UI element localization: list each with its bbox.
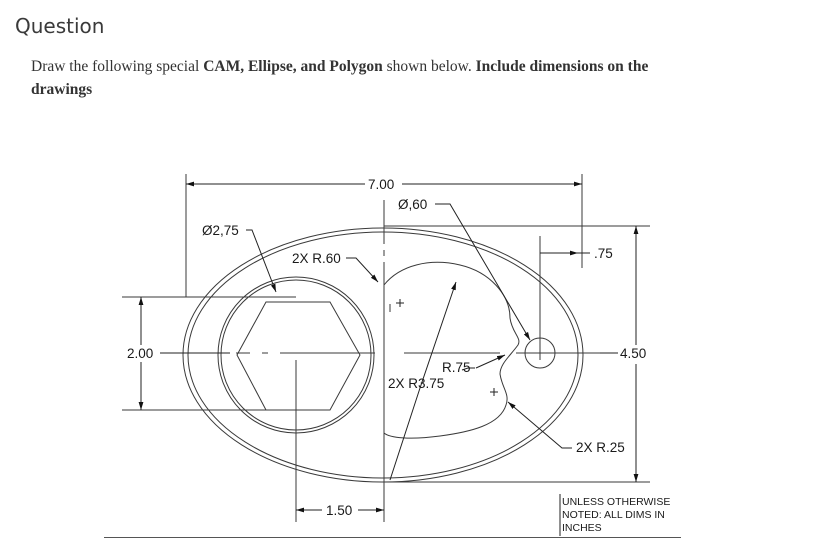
dim-fillet-radius-small: 2X R.60: [292, 251, 341, 266]
note-line-3: INCHES: [562, 522, 602, 534]
question-text: Draw the following special CAM, Ellipse,…: [31, 55, 751, 101]
question-heading: Question: [15, 14, 105, 38]
dim-ellipse-height: 4.50: [620, 346, 646, 361]
dim-cam-radius-small: R.75: [442, 360, 471, 375]
note-line-2: NOTED: ALL DIMS IN: [562, 509, 665, 521]
dim-cam-radius-large: 2X R3.75: [388, 376, 444, 391]
bottom-rule: [104, 537, 681, 538]
dim-small-hole-diameter: Ø,60: [398, 197, 427, 212]
text-part-1: Draw the following special: [31, 58, 204, 75]
dim-hex-height: 2.00: [127, 346, 153, 361]
dim-fillet-radius-tiny: 2X R.25: [576, 440, 625, 455]
dim-overall-width: 7.00: [368, 177, 394, 192]
dim-large-circle-diameter: Ø2,75: [202, 223, 239, 238]
dim-bottom-offset: 1.50: [326, 503, 352, 518]
text-part-2: shown below.: [382, 58, 476, 75]
hexagon: [236, 301, 361, 411]
question-line-1: Draw the following special CAM, Ellipse,…: [31, 55, 751, 78]
text-bold-3: drawings: [31, 81, 93, 98]
outer-ellipse: [182, 227, 584, 483]
cam-profile: [383, 261, 520, 439]
text-bold-1: CAM, Ellipse, and Polygon: [203, 58, 383, 75]
dim-offset-top: .75: [594, 246, 613, 261]
note-line-1: UNLESS OTHERWISE: [562, 496, 670, 508]
question-line-2: drawings: [31, 78, 751, 101]
inner-ellipse: [187, 231, 579, 479]
text-bold-2: Include dimensions on the: [475, 58, 649, 75]
